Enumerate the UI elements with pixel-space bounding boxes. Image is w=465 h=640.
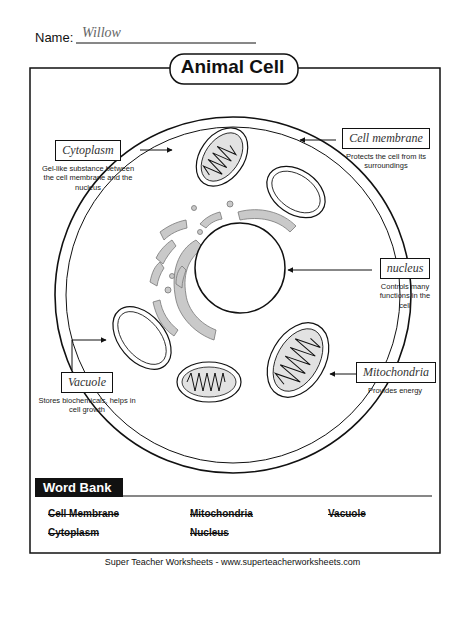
- word-bank-word: Cytoplasm: [48, 527, 99, 538]
- handwritten-answer: Mitochondria: [356, 362, 436, 383]
- student-name: Willow: [82, 25, 121, 41]
- title: Animal Cell: [0, 56, 465, 78]
- description: Stores biochemicals, helps in cell growt…: [37, 396, 137, 415]
- description: Provides energy: [356, 386, 434, 395]
- handwritten-answer: nucleus: [380, 258, 431, 279]
- word-bank-word: Mitochondria: [190, 508, 253, 519]
- description: Gel-like substance between the cell memb…: [38, 164, 138, 192]
- word-bank-word: Vacuole: [328, 508, 366, 519]
- word-bank-header: Word Bank: [35, 478, 123, 497]
- nucleus-label: nucleusControls many functions in the ce…: [374, 258, 436, 310]
- mitochondria-label: MitochondriaProvides energy: [356, 362, 436, 395]
- band-text: Word Bank: [35, 478, 123, 497]
- cytoplasm-label: CytoplasmGel-like substance between the …: [38, 140, 138, 192]
- handwritten-answer: Cytoplasm: [55, 140, 120, 161]
- word-bank-word: Nucleus: [190, 527, 229, 538]
- description: Protects the cell from its surroundings: [336, 152, 436, 171]
- vacuole-label: VacuoleStores biochemicals, helps in cel…: [37, 372, 137, 415]
- handwritten-answer: Vacuole: [61, 372, 113, 393]
- name-label: Name:: [35, 30, 73, 45]
- handwritten-answer: Cell membrane: [342, 128, 430, 149]
- membrane-label: Cell membraneProtects the cell from its …: [336, 128, 436, 171]
- word-bank-word: Cell Membrane: [48, 508, 119, 519]
- description: Controls many functions in the cell: [374, 282, 436, 310]
- footer: Super Teacher Worksheets - www.superteac…: [0, 557, 465, 567]
